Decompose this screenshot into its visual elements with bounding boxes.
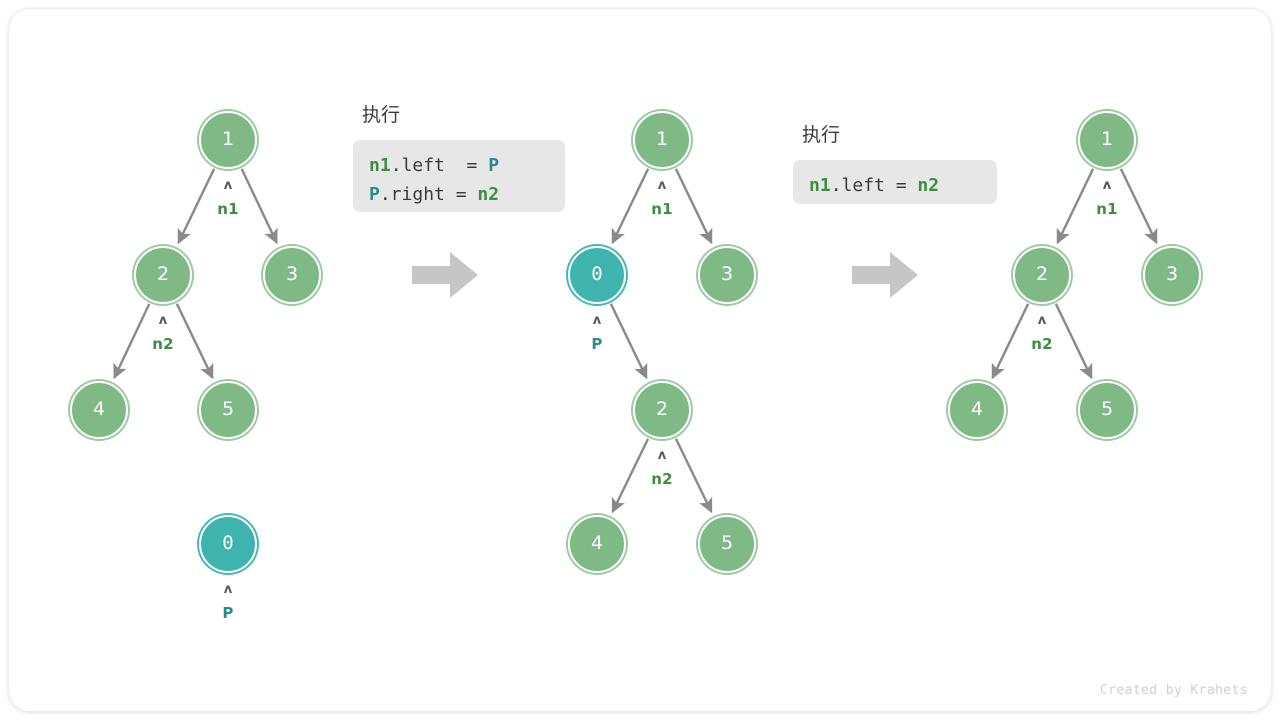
tree-node: 4 bbox=[568, 515, 626, 573]
tree-node: 5 bbox=[698, 515, 756, 573]
pointer-name: n1 bbox=[217, 200, 239, 218]
tree-node: 4 bbox=[70, 381, 128, 439]
tree-node: 1 bbox=[199, 111, 257, 169]
tree-node: 2 bbox=[633, 381, 691, 439]
pointer-label-n2: ʌ n2 bbox=[1015, 313, 1069, 353]
tree-node-value: 5 bbox=[1100, 398, 1114, 420]
caret-up-icon: ʌ bbox=[1037, 313, 1047, 328]
tree-node: 3 bbox=[698, 246, 756, 304]
tree-node: 1 bbox=[1078, 111, 1136, 169]
credit-text: Created by Krahets bbox=[1099, 683, 1248, 698]
pointer-name: P bbox=[591, 335, 603, 353]
tree-node-value: 2 bbox=[1035, 263, 1049, 285]
pointer-label-n2: ʌ n2 bbox=[136, 313, 190, 353]
tree-node-value: 1 bbox=[655, 128, 669, 150]
tree-node: 5 bbox=[199, 381, 257, 439]
code-token: n1 bbox=[809, 175, 831, 196]
tree-node-value: 4 bbox=[92, 398, 106, 420]
tree-node: 3 bbox=[1143, 246, 1201, 304]
exec-caption: 执行 bbox=[362, 104, 401, 126]
pointer-name: n2 bbox=[1031, 335, 1053, 353]
tree-node-value: 2 bbox=[156, 263, 170, 285]
caret-up-icon: ʌ bbox=[223, 178, 233, 193]
pointer-name: n1 bbox=[651, 200, 673, 218]
figure-card bbox=[8, 8, 1272, 712]
code-token: .left = bbox=[830, 175, 918, 196]
pointer-label-n2: ʌ n2 bbox=[635, 448, 689, 488]
tree-node-value: 1 bbox=[1100, 128, 1114, 150]
caret-up-icon: ʌ bbox=[592, 313, 602, 328]
tree-node-value: 2 bbox=[655, 398, 669, 420]
tree-node-value: 3 bbox=[285, 263, 299, 285]
code-line: P.right = n2 bbox=[369, 180, 549, 209]
tree-node: 2 bbox=[1013, 246, 1071, 304]
pointer-label-n1: ʌ n1 bbox=[635, 178, 689, 218]
tree-node-value: 5 bbox=[221, 398, 235, 420]
caret-up-icon: ʌ bbox=[223, 582, 233, 597]
pointer-label-n1: ʌ n1 bbox=[1080, 178, 1134, 218]
code-line: n1.left = P bbox=[369, 151, 549, 180]
tree-node-value: 4 bbox=[970, 398, 984, 420]
pointer-name: n1 bbox=[1096, 200, 1118, 218]
caret-up-icon: ʌ bbox=[1102, 178, 1112, 193]
pointer-label-n1: ʌ n1 bbox=[201, 178, 255, 218]
tree-node-value: 3 bbox=[720, 263, 734, 285]
tree-node: 2 bbox=[134, 246, 192, 304]
tree-node-value: 4 bbox=[590, 532, 604, 554]
code-token: .left = bbox=[390, 155, 489, 176]
code-line: n1.left = n2 bbox=[809, 171, 981, 200]
tree-node: 0 bbox=[568, 246, 626, 304]
caret-up-icon: ʌ bbox=[657, 448, 667, 463]
tree-node-value: 0 bbox=[591, 263, 603, 285]
pointer-name: P bbox=[222, 604, 234, 622]
code-token: n2 bbox=[917, 175, 940, 196]
code-token: P bbox=[369, 184, 380, 205]
pointer-name: n2 bbox=[152, 335, 174, 353]
tree-node: 1 bbox=[633, 111, 691, 169]
code-token: .right = bbox=[379, 184, 478, 205]
tree-node: 4 bbox=[948, 381, 1006, 439]
tree-node: 0 bbox=[199, 515, 257, 573]
tree-node: 5 bbox=[1078, 381, 1136, 439]
caret-up-icon: ʌ bbox=[158, 313, 168, 328]
code-token: n1 bbox=[369, 155, 391, 176]
tree-node: 3 bbox=[263, 246, 321, 304]
tree-node-value: 5 bbox=[720, 532, 734, 554]
pointer-name: n2 bbox=[651, 470, 673, 488]
tree-node-value: 3 bbox=[1165, 263, 1179, 285]
code-token: P bbox=[488, 155, 500, 176]
caret-up-icon: ʌ bbox=[657, 178, 667, 193]
exec-caption: 执行 bbox=[802, 124, 841, 146]
tree-node-value: 0 bbox=[222, 532, 234, 554]
code-token: n2 bbox=[477, 184, 500, 205]
code-snippet-box: n1.left = n2 bbox=[793, 160, 997, 204]
tree-node-value: 1 bbox=[221, 128, 235, 150]
